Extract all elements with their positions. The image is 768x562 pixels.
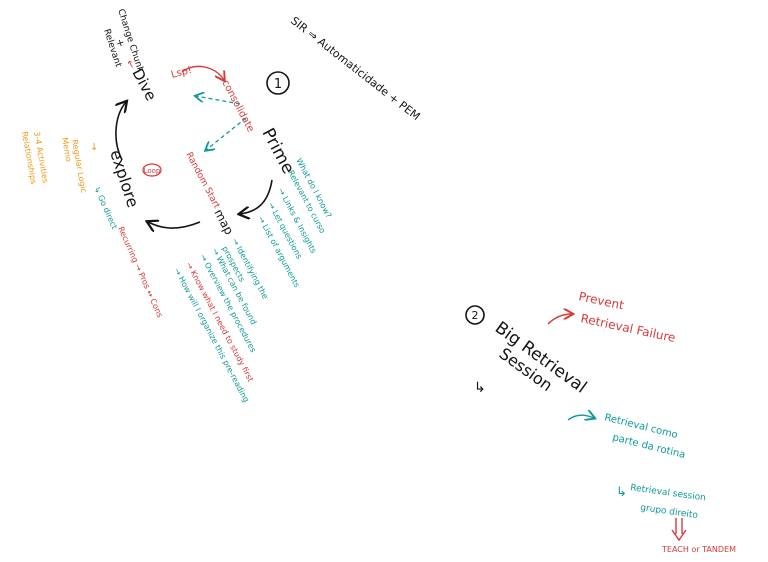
dashed-arrow-consolidate-to-lsp bbox=[196, 96, 241, 105]
sir-label: SIR ⇒ Automaticidade + PEM bbox=[288, 14, 422, 123]
svg-text:Memo: Memo bbox=[60, 137, 73, 163]
arrow-lsp-to-consolidate bbox=[181, 65, 224, 80]
cycle-arrow-prime-to-map bbox=[240, 179, 273, 214]
arrow-to-prevent bbox=[547, 314, 572, 325]
cycle-arrow-map-to-explore bbox=[148, 222, 201, 228]
svg-text:2: 2 bbox=[472, 309, 479, 322]
retrieval-session-arrow: ↳ bbox=[616, 485, 627, 500]
svg-text:Loop: Loop bbox=[144, 167, 161, 175]
plus-label: + bbox=[113, 38, 126, 49]
relevant-label: Relevant bbox=[101, 28, 123, 69]
consolidate-label: consolidate bbox=[219, 78, 256, 134]
map-notes: → Identifying the prospects → What can b… bbox=[172, 237, 270, 404]
random-start-label: Random Start bbox=[183, 151, 221, 211]
svg-text:Regular Logic: Regular Logic bbox=[70, 139, 88, 194]
double-arrow-to-teach bbox=[671, 518, 687, 542]
dashed-arrow-consolidate-to-random bbox=[206, 117, 247, 150]
orange-notes: 3-4 Activities Relationships ↓ Regular L… bbox=[20, 131, 98, 194]
svg-text:↳ Go direct: ↳ Go direct bbox=[92, 185, 119, 230]
loop-badge: Loop bbox=[142, 163, 162, 177]
cycle-arrow-explore-to-dive bbox=[116, 102, 126, 161]
teach-label: TEACH or TANDEM bbox=[661, 545, 736, 554]
dive-label: Dive bbox=[128, 65, 160, 103]
section-2-number: 2 bbox=[465, 305, 485, 325]
svg-text:↓: ↓ bbox=[90, 142, 98, 153]
retrieval-failure-label: Retrieval Failure bbox=[579, 311, 676, 345]
retrieval-session-label: Retrieval session bbox=[630, 483, 707, 504]
prime-notes: What do I know? Relevant to curso → Link… bbox=[256, 157, 333, 289]
arrow-to-retrieval-como bbox=[567, 415, 594, 420]
section-1-number: 1 bbox=[266, 71, 290, 95]
map-label: map bbox=[211, 207, 236, 237]
svg-text:1: 1 bbox=[274, 77, 282, 92]
grupo-direito-label: grupo direito bbox=[640, 503, 699, 521]
session-arrow: ↳ bbox=[474, 380, 486, 396]
explore-label: explore bbox=[106, 147, 142, 209]
svg-text:Recurring → Pros ↔ Cons: Recurring → Pros ↔ Cons bbox=[116, 225, 164, 319]
prevent-label: Prevent bbox=[577, 289, 625, 312]
